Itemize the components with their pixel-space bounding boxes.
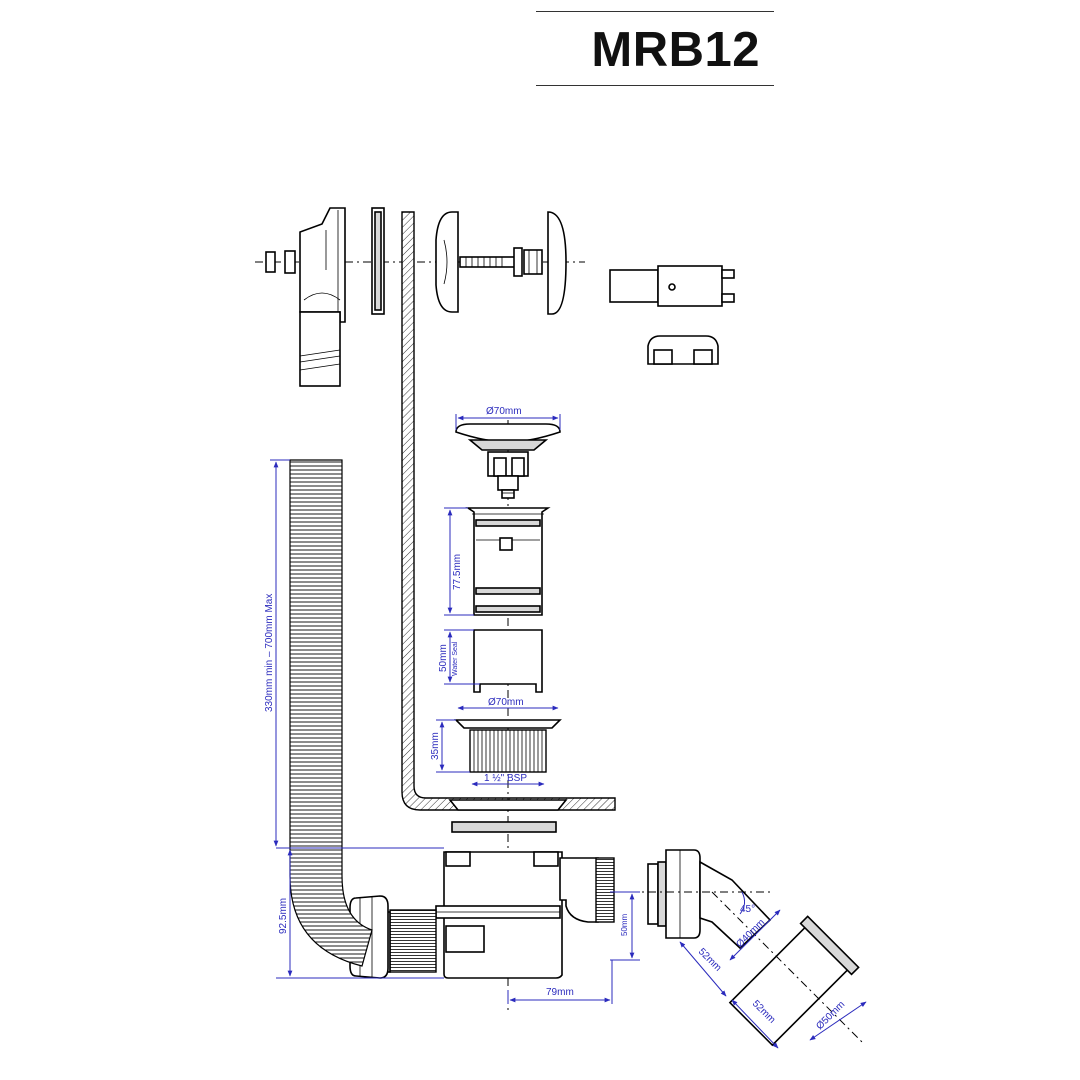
floor-flange bbox=[448, 799, 568, 811]
bath-wall bbox=[401, 211, 616, 811]
outlet-offset-label: 79mm bbox=[546, 987, 574, 998]
thread-size-label: 1 ½" BSP bbox=[484, 773, 527, 784]
lower-washer bbox=[451, 821, 557, 833]
dimension-lines bbox=[270, 414, 867, 1049]
cap-part bbox=[647, 335, 719, 365]
water-seal-height-label: 50mm bbox=[438, 644, 449, 672]
overflow-nut-1 bbox=[265, 251, 276, 273]
threaded-waste bbox=[469, 729, 547, 773]
overflow-nut-2 bbox=[284, 250, 296, 274]
overflow-diameter-label: Ø70mm bbox=[486, 406, 522, 417]
plug-diameter-label: Ø70mm bbox=[488, 697, 524, 708]
bend-outlet-diameter-label: Ø50mm bbox=[814, 999, 847, 1032]
overflow-cup bbox=[435, 211, 459, 313]
overflow-gasket bbox=[371, 207, 385, 315]
flexible-hose bbox=[289, 459, 373, 967]
title-block: MRB12 bbox=[536, 10, 774, 88]
plug-body bbox=[465, 507, 551, 616]
overflow-cover bbox=[547, 211, 567, 315]
bend-angle-label: 45° bbox=[740, 904, 755, 915]
title-rule-top bbox=[536, 11, 774, 12]
body-height-label: 77.5mm bbox=[452, 554, 463, 590]
trap-body bbox=[435, 851, 615, 979]
bend-length-1-label: 52mm bbox=[696, 946, 723, 973]
hose-length-label: 330mm min – 700mm Max bbox=[264, 594, 275, 712]
plug-stem bbox=[487, 451, 529, 499]
thread-height-label: 35mm bbox=[430, 732, 441, 760]
water-seal-caption: Water Seal bbox=[452, 641, 459, 676]
title-rule-bottom bbox=[536, 85, 774, 86]
overflow-spindle bbox=[459, 247, 543, 277]
handle-part bbox=[609, 265, 735, 307]
plug-assembly bbox=[448, 420, 568, 1010]
outlet-height-right-label: 50mm bbox=[620, 913, 629, 936]
overflow-assembly bbox=[255, 207, 735, 811]
waste-flange bbox=[454, 719, 562, 729]
overflow-body bbox=[299, 207, 346, 387]
outlet-height-left-label: 92.5mm bbox=[278, 898, 289, 934]
water-seal-sleeve bbox=[473, 629, 543, 693]
product-code-title: MRB12 bbox=[591, 23, 760, 77]
